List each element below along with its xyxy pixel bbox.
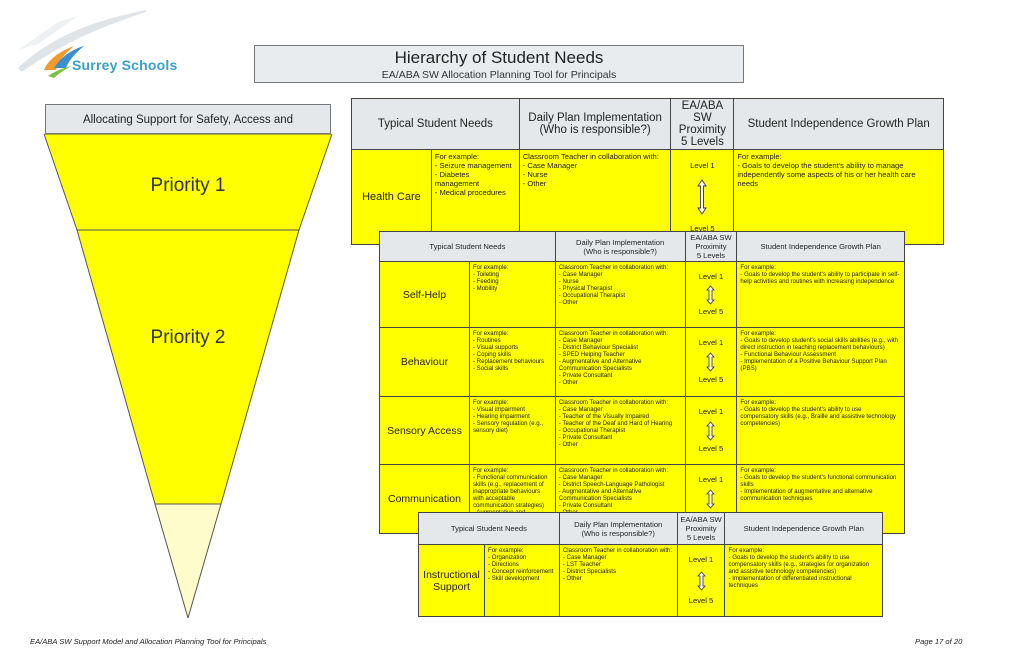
priority-2-label: Priority 2 [150,327,226,348]
daily-plan-cell: Classroom Teacher in collaboration with:… [558,543,678,618]
need-examples: For example: - Organization - Directions… [483,543,560,618]
growth-plan-cell: For example: - Goals to develop the stud… [736,395,905,466]
table-row: Sensory Access For example: - Visual imp… [379,395,905,466]
double-arrow-icon [706,285,716,305]
need-examples: For example: - Routines - Visual support… [468,327,556,397]
need-examples: For example: - Seizure management - Diab… [430,148,520,246]
level-bottom: Level 5 [688,596,714,605]
double-arrow-icon [706,489,716,509]
level-top: Level 1 [690,161,715,171]
proximity-cell: Level 1 Level 5 [684,395,738,466]
table-row: Instructional Support For example: - Org… [418,543,883,618]
level-top: Level 1 [688,554,714,564]
header-daily-plan: Daily Plan Implementation (Who is respon… [558,512,678,545]
need-label: Instructional Support [418,543,485,618]
level-top: Level 1 [698,338,724,348]
header-growth-plan: Student Independence Growth Plan [724,512,883,545]
table-row: Self-Help For example: - Toileting - Fee… [379,260,905,329]
need-examples: For example: - Visual impairment - Heari… [468,395,556,466]
growth-plan-cell: For example: - Goals to develop student'… [736,327,905,397]
header-typical-needs: Typical Student Needs [351,98,520,150]
pyramid-tip [154,503,222,618]
double-arrow-icon [697,179,708,215]
priority2-table: Typical Student Needs Daily Plan Impleme… [379,231,905,534]
need-label: Self-Help [379,260,470,329]
level-top: Level 1 [698,271,724,281]
need-label: Sensory Access [379,395,470,466]
table-row: Behaviour For example: - Routines - Visu… [379,327,905,397]
footer-page-number: Page 17 of 20 [915,637,963,646]
level-bottom: Level 5 [698,443,724,453]
need-label: Behaviour [379,327,470,397]
proximity-cell: Level 1 Level 5 [684,327,738,397]
logo-text: Surrey Schools [72,57,178,73]
footer-document-title: EA/ABA SW Support Model and Allocation P… [30,637,267,646]
header-growth-plan: Student Independence Growth Plan [733,98,944,150]
double-arrow-icon [706,352,716,372]
growth-plan-cell: For example: - Goals to develop the stud… [733,148,944,246]
level-top: Level 1 [698,475,724,485]
page-subtitle: EA/ABA SW Allocation Planning Tool for P… [381,69,617,81]
header-proximity: EA/ABA SW Proximity 5 Levels [676,512,726,545]
level-bottom: Level 5 [690,224,715,233]
double-arrow-icon [696,571,706,591]
daily-plan-cell: Classroom Teacher in collaboration with:… [554,395,686,466]
daily-plan-cell: Classroom Teacher in collaboration with:… [554,327,686,397]
header-proximity: EA/ABA SW Proximity 5 Levels [684,231,738,262]
header-typical-needs: Typical Student Needs [379,231,556,262]
proximity-cell: Level 1 Level 5 [676,543,726,618]
level-top: Level 1 [698,406,724,416]
daily-plan-cell: Classroom Teacher in collaboration with:… [518,148,672,246]
page-title: Hierarchy of Student Needs [394,48,604,67]
need-label: Health Care [351,148,432,246]
growth-plan-cell: For example: - Goals to develop the stud… [724,543,883,618]
need-label: Communication [379,464,470,534]
pyramid-priority2-band [76,229,300,505]
health-care-table: Typical Student Needs Daily Plan Impleme… [351,98,944,246]
table-row: Health Care For example: - Seizure manag… [351,148,944,246]
growth-plan-cell: For example: - Goals to develop the stud… [736,260,905,329]
title-box: Hierarchy of Student Needs EA/ABA SW All… [254,45,744,83]
header-daily-plan: Daily Plan Implementation (Who is respon… [518,98,672,150]
header-growth-plan: Student Independence Growth Plan [736,231,905,262]
daily-plan-cell: Classroom Teacher in collaboration with:… [554,260,686,329]
header-daily-plan: Daily Plan Implementation (Who is respon… [554,231,686,262]
need-examples: For example: - Toileting - Feeding - Mob… [468,260,556,329]
header-proximity: EA/ABA SW Proximity 5 Levels [670,98,735,150]
proximity-cell: Level 1 Level 5 [670,148,735,246]
level-bottom: Level 5 [698,375,724,385]
priority-pyramid [44,134,332,618]
header-typical-needs: Typical Student Needs [418,512,560,545]
instructional-support-table: Typical Student Needs Daily Plan Impleme… [418,512,883,618]
level-bottom: Level 5 [698,307,724,316]
double-arrow-icon [706,420,716,441]
priority-1-label: Priority 1 [150,175,226,196]
proximity-cell: Level 1 Level 5 [684,260,738,329]
pyramid-header: Allocating Support for Safety, Access an… [45,104,331,156]
surrey-schools-logo [18,10,146,78]
